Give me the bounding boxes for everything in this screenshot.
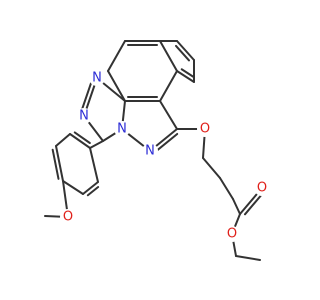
bond-c11-a1 (89, 140, 104, 149)
bond-a1-a2-double (73, 131, 91, 145)
atom-o-carbonyl: O (254, 180, 270, 196)
atom-o-methoxy: O (60, 209, 76, 225)
bond-a4-a5 (62, 180, 84, 195)
bond-co-oc-double (243, 191, 265, 216)
bond-c9-c3 (176, 70, 195, 83)
molecule-structure-diagram: N N N N O O O O (44, 40, 270, 261)
bond-a3-a4-double (51, 148, 60, 180)
bond-c10-c4 (159, 100, 178, 130)
bond-c5-c6 (107, 70, 126, 102)
atom-n1: N (89, 70, 105, 86)
bond-ch3-co (232, 198, 241, 215)
bond-n1-n2-double (80, 78, 94, 113)
bond-a6-a1 (89, 147, 99, 183)
atom-label-o-carbonyl: O (257, 181, 267, 196)
bond-ch1-ch2 (202, 157, 221, 179)
atom-label-o-methoxy: O (63, 210, 73, 225)
bond-n4-c10-double (153, 132, 179, 154)
bond-e1-e2 (235, 255, 261, 261)
atom-label-o-ester: O (227, 227, 237, 242)
atom-label-o-aryl-ether: O (200, 122, 210, 137)
atom-o-aryl-ether: O (197, 121, 213, 137)
atom-n3: N (114, 121, 130, 137)
atom-label-n4: N (145, 144, 155, 159)
bond-c7-c8 (176, 40, 195, 61)
bond-layer (44, 40, 265, 261)
atom-label-n1: N (92, 71, 102, 86)
atom-label-n3: N (117, 122, 127, 137)
bond-c3-c2 (159, 40, 178, 72)
atom-n2: N (76, 108, 92, 124)
bond-a1-a2 (69, 133, 91, 149)
atom-o-ester: O (224, 226, 240, 242)
atom-label-n2: N (79, 109, 89, 124)
bond-ch2-ch3 (219, 177, 234, 200)
bond-a5-a6-double (86, 185, 100, 197)
bond-a5-a6 (82, 181, 99, 195)
bond-a2-a3 (55, 133, 71, 147)
bond-c7-c8-double (175, 44, 191, 62)
bond-a3-a4 (55, 145, 64, 182)
bond-c3-c4 (159, 70, 178, 102)
bond-c9-c3-double (180, 68, 195, 79)
bond-c6-c1 (107, 40, 126, 72)
atom-label-layer: N N N N O O O O (60, 70, 270, 242)
atom-n4: N (142, 143, 158, 159)
